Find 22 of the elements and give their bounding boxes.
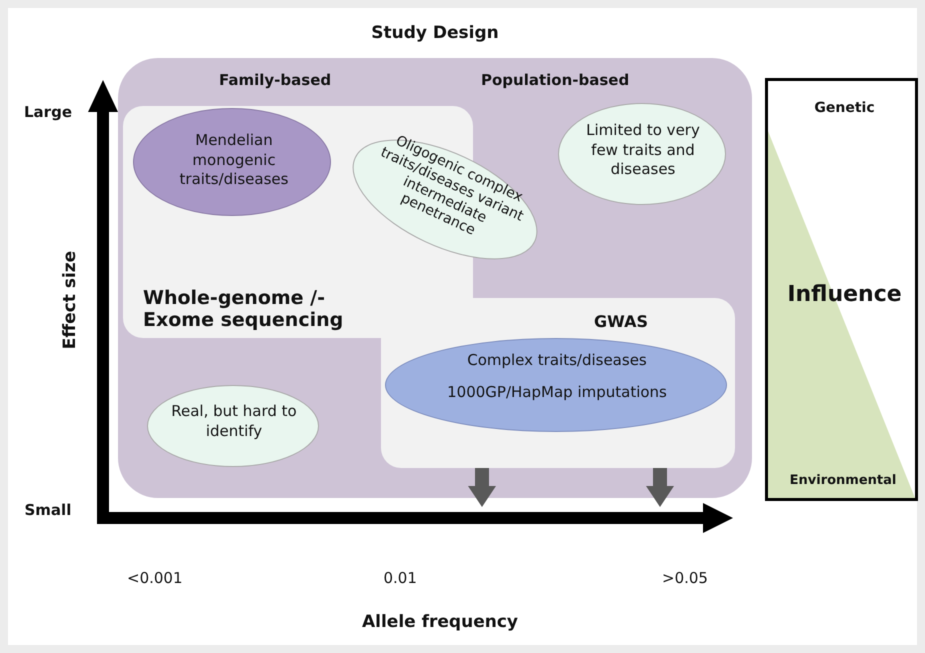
axis-end-label: Small bbox=[24, 501, 72, 519]
ellipse-text: 1000GP/HapMap imputations bbox=[446, 383, 668, 402]
influence-box bbox=[765, 78, 918, 501]
region-title: GWAS bbox=[593, 312, 649, 333]
axis-title: Effect size bbox=[60, 250, 80, 350]
gwas-region bbox=[381, 298, 735, 468]
tick-label: 0.01 bbox=[384, 569, 417, 587]
axis-end-label: Large bbox=[24, 103, 72, 121]
ellipse-text: Complex traits/diseases bbox=[466, 351, 648, 370]
influence-label: Influence bbox=[786, 281, 903, 309]
panel-heading: Family-based bbox=[219, 71, 332, 89]
region-title: Whole-genome /- Exome sequencing bbox=[143, 288, 344, 332]
ellipse-text: Real, but hard to identify bbox=[170, 402, 298, 441]
panel-title: Study Design bbox=[370, 22, 500, 44]
tick-label: >0.05 bbox=[662, 569, 708, 587]
ellipse-text: Mendelian monogenic traits/diseases bbox=[178, 131, 290, 190]
scale-end-label: Environmental bbox=[788, 473, 898, 490]
tick-label: <0.001 bbox=[127, 569, 183, 587]
axis-title: Allele frequency bbox=[362, 612, 518, 632]
scale-end-label: Genetic bbox=[813, 99, 876, 118]
ellipse-text: Limited to very few traits and diseases bbox=[585, 121, 701, 180]
panel-heading: Population-based bbox=[481, 71, 630, 89]
